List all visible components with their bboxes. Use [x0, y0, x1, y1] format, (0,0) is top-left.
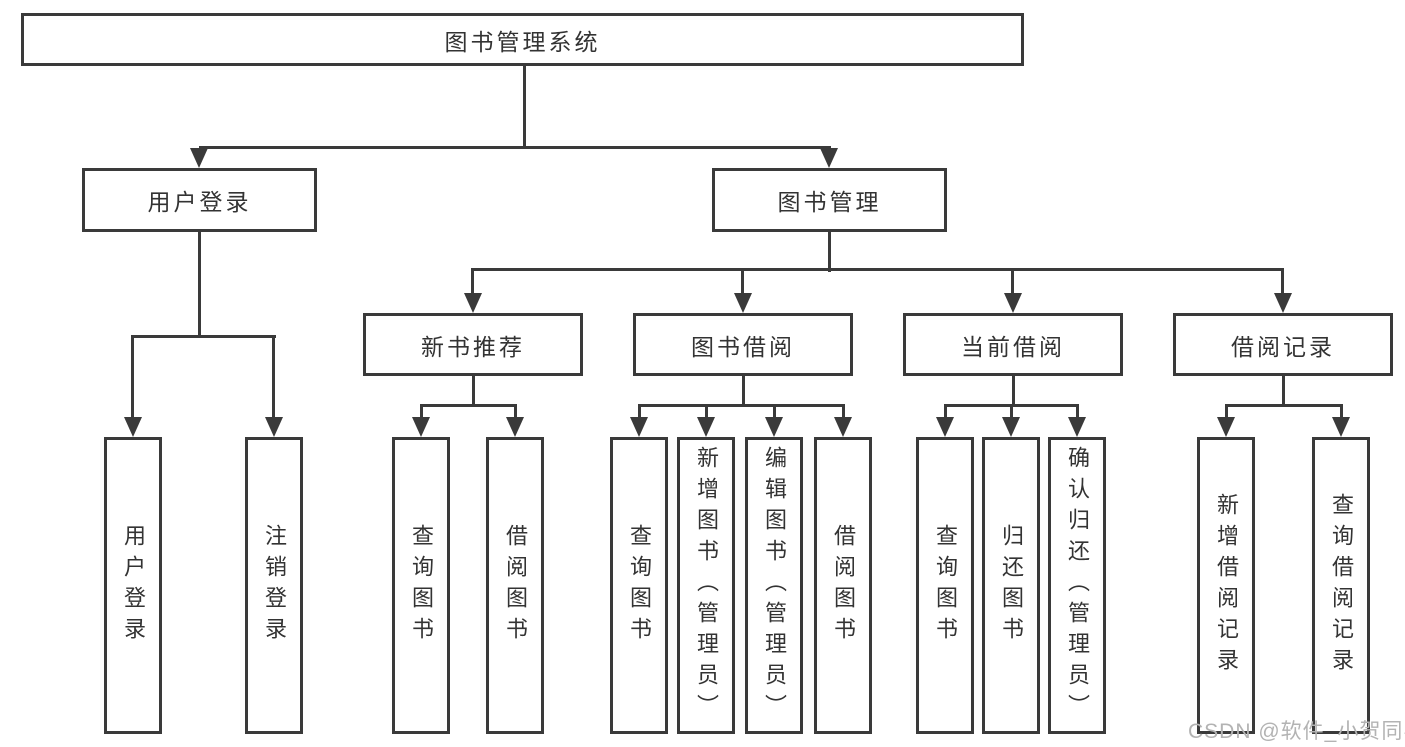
csdn-watermark: CSDN @软件_小贺同学	[1188, 720, 1405, 743]
arrow-down-icon	[265, 417, 283, 437]
node-book-management-label: 图书管理	[777, 189, 882, 215]
leaf-records-add-record: 新增借阅记录	[1197, 437, 1255, 734]
arrow-down-icon	[936, 417, 954, 437]
connector-drop	[272, 335, 275, 420]
leaf-current-confirm-return-admin: 确认归还（管理员）	[1048, 437, 1106, 734]
leaf-borrow-add-book-admin: 新增图书（管理员）	[677, 437, 735, 734]
arrow-down-icon	[412, 417, 430, 437]
connector-borrow-stem	[742, 376, 745, 407]
leaf-recommend-query-book: 查询图书	[392, 437, 450, 734]
connector-l2-horizontal	[199, 146, 831, 149]
node-book-borrow-label: 图书借阅	[691, 333, 795, 360]
leaf-borrow-edit-book-admin-label: 编辑图书（管理员）	[762, 446, 787, 725]
connector-records-horizontal	[1225, 404, 1343, 407]
arrow-down-icon	[697, 417, 715, 437]
connector-drop	[514, 404, 517, 420]
leaf-user-login: 用户登录	[104, 437, 162, 734]
arrow-down-icon	[464, 293, 482, 313]
leaf-recommend-borrow-book-label: 借阅图书	[503, 523, 528, 648]
node-user-login: 用户登录	[82, 168, 317, 232]
connector-recommend-horizontal	[420, 404, 517, 407]
connector-borrow-horizontal	[638, 404, 845, 407]
node-new-book-recommend: 新书推荐	[363, 313, 583, 376]
connector-drop	[773, 404, 776, 420]
leaf-records-add-record-label: 新增借阅记录	[1214, 492, 1239, 679]
leaf-recommend-query-book-label: 查询图书	[409, 523, 434, 648]
leaf-logout-label: 注销登录	[262, 523, 287, 648]
connector-drop	[944, 404, 947, 420]
leaf-borrow-edit-book-admin: 编辑图书（管理员）	[745, 437, 803, 734]
leaf-borrow-query-book-label: 查询图书	[627, 523, 652, 648]
node-borrow-records: 借阅记录	[1173, 313, 1393, 376]
arrow-down-icon	[1217, 417, 1235, 437]
connector-drop	[638, 404, 641, 420]
connector-drop	[1340, 404, 1343, 420]
arrow-down-icon	[1002, 417, 1020, 437]
connector-recommend-stem	[472, 376, 475, 407]
arrow-down-icon	[734, 293, 752, 313]
connector-drop	[705, 404, 708, 420]
arrow-down-icon	[630, 417, 648, 437]
leaf-current-query-book: 查询图书	[916, 437, 974, 734]
leaf-current-return-book: 归还图书	[982, 437, 1040, 734]
arrow-down-icon	[765, 417, 783, 437]
connector-root-stem	[523, 66, 526, 149]
connector-user-horizontal	[132, 335, 276, 338]
leaf-current-return-book-label: 归还图书	[999, 523, 1024, 648]
connector-bookmgmt-stem	[828, 232, 831, 272]
node-new-book-recommend-label: 新书推荐	[421, 333, 525, 360]
arrow-down-icon	[1068, 417, 1086, 437]
connector-drop	[1076, 404, 1079, 420]
connector-drop	[1010, 404, 1013, 420]
leaf-recommend-borrow-book: 借阅图书	[486, 437, 544, 734]
connector-drop	[1281, 268, 1284, 298]
connector-drop	[420, 404, 423, 420]
leaf-borrow-borrow-book: 借阅图书	[814, 437, 872, 734]
leaf-records-query-record: 查询借阅记录	[1312, 437, 1370, 734]
leaf-records-query-record-label: 查询借阅记录	[1329, 492, 1354, 679]
arrow-down-icon	[506, 417, 524, 437]
node-borrow-records-label: 借阅记录	[1231, 333, 1335, 360]
arrow-down-icon	[190, 148, 208, 168]
connector-drop	[471, 268, 474, 298]
arrow-down-icon	[1332, 417, 1350, 437]
leaf-borrow-query-book: 查询图书	[610, 437, 668, 734]
connector-drop	[741, 268, 744, 298]
leaf-current-query-book-label: 查询图书	[933, 523, 958, 648]
connector-drop	[131, 335, 134, 420]
leaf-logout: 注销登录	[245, 437, 303, 734]
node-current-borrow: 当前借阅	[903, 313, 1123, 376]
leaf-user-login-label: 用户登录	[121, 523, 146, 648]
arrow-down-icon	[1004, 293, 1022, 313]
connector-current-stem	[1012, 376, 1015, 407]
node-root: 图书管理系统	[21, 13, 1024, 66]
node-book-borrow: 图书借阅	[633, 313, 853, 376]
arrow-down-icon	[124, 417, 142, 437]
arrow-down-icon	[834, 417, 852, 437]
connector-drop	[842, 404, 845, 420]
node-book-management: 图书管理	[712, 168, 947, 232]
connector-drop	[1225, 404, 1228, 420]
arrow-down-icon	[820, 148, 838, 168]
node-root-label: 图书管理系统	[444, 28, 601, 55]
leaf-borrow-add-book-admin-label: 新增图书（管理员）	[694, 446, 719, 725]
leaf-current-confirm-return-admin-label: 确认归还（管理员）	[1065, 446, 1090, 725]
connector-records-stem	[1282, 376, 1285, 407]
node-user-login-label: 用户登录	[147, 189, 252, 215]
node-current-borrow-label: 当前借阅	[961, 333, 1065, 360]
leaf-borrow-borrow-book-label: 借阅图书	[831, 523, 856, 648]
connector-drop	[1011, 268, 1014, 298]
arrow-down-icon	[1274, 293, 1292, 313]
connector-user-stem	[198, 232, 201, 338]
connector-l3-horizontal	[472, 268, 1284, 271]
